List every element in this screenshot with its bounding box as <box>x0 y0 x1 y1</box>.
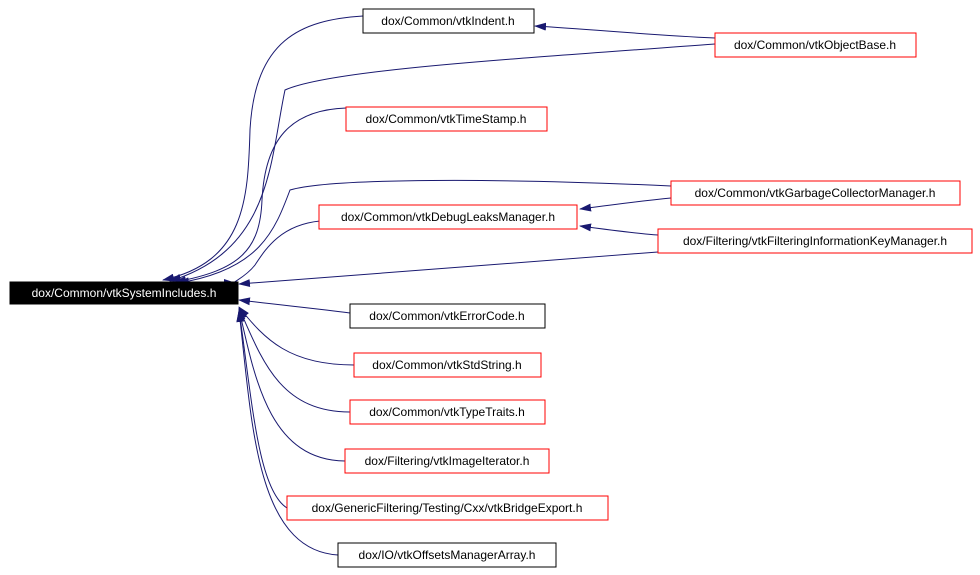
node-vtkStdString[interactable]: dox/Common/vtkStdString.h <box>353 352 542 378</box>
edge-bridgeexport-to-root <box>236 309 288 509</box>
edge-debugleaks-to-root <box>223 220 321 287</box>
edge-vtkIndent-to-root <box>162 15 364 282</box>
node-vtkObjectBase[interactable]: dox/Common/vtkObjectBase.h <box>714 32 917 58</box>
node-vtkImageIterator-label: dox/Filtering/vtkImageIterator.h <box>365 454 530 468</box>
node-vtkStdString-label: dox/Common/vtkStdString.h <box>372 358 521 372</box>
node-vtkTypeTraits-label: dox/Common/vtkTypeTraits.h <box>369 405 525 419</box>
node-vtkTypeTraits[interactable]: dox/Common/vtkTypeTraits.h <box>349 399 546 425</box>
edge-typetraits-to-root <box>238 307 351 413</box>
edge-offsetsmanager-to-root <box>236 310 339 556</box>
node-vtkFilteringInformationKeyManager[interactable]: dox/Filtering/vtkFilteringInformationKey… <box>657 228 973 254</box>
node-vtkOffsetsManagerArray-label: dox/IO/vtkOffsetsManagerArray.h <box>359 548 536 562</box>
edge-informationkey-to-debugleaks <box>579 223 659 236</box>
node-vtkGarbageCollectorManager[interactable]: dox/Common/vtkGarbageCollectorManager.h <box>670 180 961 206</box>
node-vtkGarbageCollectorManager-label: dox/Common/vtkGarbageCollectorManager.h <box>695 186 936 200</box>
node-vtkErrorCode-label: dox/Common/vtkErrorCode.h <box>369 309 524 323</box>
node-vtkTimeStamp-label: dox/Common/vtkTimeStamp.h <box>366 112 527 126</box>
node-vtkIndent-label: dox/Common/vtkIndent.h <box>381 14 514 28</box>
edge-informationkey-to-root <box>238 251 659 288</box>
node-vtkTimeStamp[interactable]: dox/Common/vtkTimeStamp.h <box>345 106 548 132</box>
node-vtkOffsetsManagerArray[interactable]: dox/IO/vtkOffsetsManagerArray.h <box>337 542 557 568</box>
node-root-label: dox/Common/vtkSystemIncludes.h <box>32 286 217 300</box>
node-vtkBridgeExport-label: dox/GenericFiltering/Testing/Cxx/vtkBrid… <box>312 501 583 515</box>
node-vtkFilteringInformationKeyManager-label: dox/Filtering/vtkFilteringInformationKey… <box>683 234 947 248</box>
edge-vtkObjectBase-to-root <box>169 43 716 282</box>
node-vtkDebugLeaksManager-label: dox/Common/vtkDebugLeaksManager.h <box>341 210 555 224</box>
edge-imageiterator-to-root <box>237 308 346 462</box>
node-vtkImageIterator[interactable]: dox/Filtering/vtkImageIterator.h <box>344 448 550 474</box>
edge-garbagecollector-to-root <box>177 179 672 286</box>
edge-vtkObjectBase-to-vtkIndent <box>534 22 716 39</box>
edge-stdstring-to-root <box>238 306 355 366</box>
node-vtkBridgeExport[interactable]: dox/GenericFiltering/Testing/Cxx/vtkBrid… <box>286 495 609 521</box>
node-root[interactable]: dox/Common/vtkSystemIncludes.h <box>9 281 239 305</box>
node-vtkIndent[interactable]: dox/Common/vtkIndent.h <box>362 8 535 34</box>
edge-vtkTimeStamp-to-root <box>174 107 347 284</box>
edge-garbagecollector-to-debugleaks <box>579 197 672 212</box>
node-vtkObjectBase-label: dox/Common/vtkObjectBase.h <box>734 38 896 52</box>
node-vtkErrorCode[interactable]: dox/Common/vtkErrorCode.h <box>349 303 546 329</box>
node-vtkDebugLeaksManager[interactable]: dox/Common/vtkDebugLeaksManager.h <box>318 204 578 230</box>
edge-errorcode-to-root <box>238 297 351 314</box>
